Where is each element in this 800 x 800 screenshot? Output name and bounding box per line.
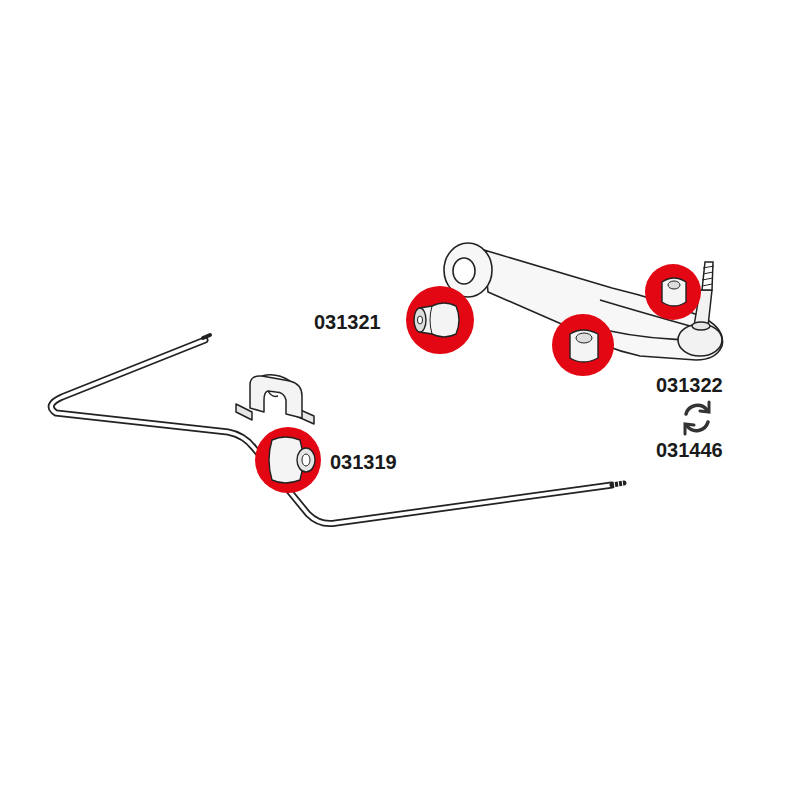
bushing-highlight-part bbox=[406, 286, 474, 354]
callout-holder: 031322 bbox=[656, 373, 723, 397]
part-number: 031319 bbox=[330, 451, 397, 473]
part-number: 031321 bbox=[314, 311, 381, 333]
bushing-highlight-part bbox=[645, 264, 701, 320]
anti-roll-bar bbox=[51, 335, 624, 524]
control-arm-part bbox=[453, 258, 475, 284]
ball-joint-stud-part bbox=[702, 266, 714, 286]
bushing-highlight bbox=[255, 427, 321, 493]
part-number: 031446 bbox=[656, 439, 723, 461]
bar-bracket-part bbox=[268, 391, 278, 396]
bar-bracket-part bbox=[250, 376, 302, 418]
ball-joint-stud-part bbox=[702, 262, 713, 290]
anti-roll-bar-part bbox=[614, 480, 623, 488]
anti-roll-bar-part bbox=[51, 340, 612, 524]
bushing-highlight bbox=[406, 286, 474, 354]
anti-roll-bar-part bbox=[203, 335, 210, 338]
bushing-highlight-part bbox=[662, 278, 686, 306]
bushing-highlight-part bbox=[576, 333, 592, 343]
bushing-highlight-part bbox=[255, 427, 321, 493]
bushing-highlight-part bbox=[552, 314, 614, 376]
bushing-highlight bbox=[552, 314, 614, 376]
bushing-highlight-part bbox=[302, 454, 310, 466]
swap-icon-part bbox=[685, 424, 694, 434]
callout-holder: 031319 bbox=[330, 450, 397, 474]
bar-bracket bbox=[236, 375, 314, 424]
swap-icon-part bbox=[700, 402, 709, 412]
bushing-highlight-part bbox=[297, 448, 315, 472]
callout-holder: 031446 bbox=[656, 438, 723, 462]
bushing-highlight-part bbox=[418, 316, 423, 324]
bar-bracket-part bbox=[262, 375, 290, 381]
ball-joint-stud-part bbox=[692, 322, 710, 330]
control-arm bbox=[444, 243, 723, 360]
anti-roll-bar-part bbox=[51, 340, 612, 524]
bushing-highlight bbox=[645, 264, 701, 320]
part-number: 031322 bbox=[656, 374, 723, 396]
callout-holder: 031321 bbox=[314, 310, 381, 334]
bushing-highlight-part bbox=[668, 281, 680, 289]
bushing-highlight-part bbox=[414, 308, 426, 332]
bushing-highlight-part bbox=[570, 330, 598, 362]
bushing-highlight-part bbox=[430, 306, 432, 334]
swap-icon bbox=[685, 402, 709, 434]
